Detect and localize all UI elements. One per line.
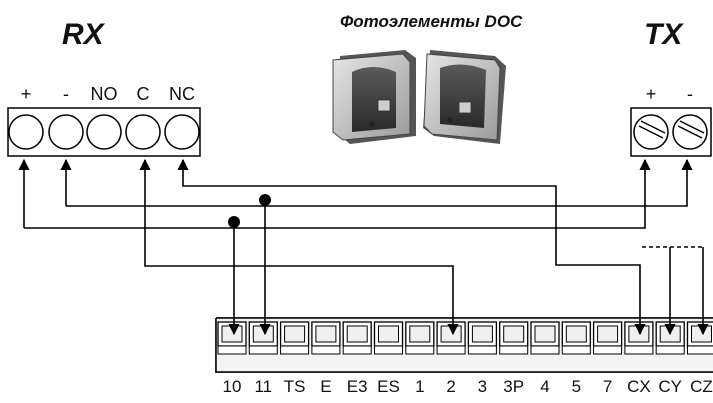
rx-terminal-label: C	[137, 84, 150, 104]
board-terminal	[436, 321, 466, 355]
rx-title: RX	[62, 18, 106, 51]
board-terminal	[561, 321, 591, 355]
screw-terminal-icon	[633, 114, 669, 150]
board-terminal	[530, 321, 560, 355]
board-terminal-label: 1	[415, 377, 424, 396]
tx-terminal-label: -	[687, 84, 693, 104]
wire-rx-nc-terminal-cx	[177, 158, 646, 336]
tx-terminal-block: +-	[630, 84, 712, 157]
rx-terminal-socket	[86, 114, 122, 150]
wiring	[18, 158, 709, 336]
board-terminal-label: 7	[603, 377, 612, 396]
board-terminal	[311, 321, 341, 355]
product-caption: Фотоэлементы DOC	[340, 12, 523, 31]
board-terminal-label: 2	[446, 377, 455, 396]
rx-terminal-label: NO	[91, 84, 118, 104]
screw-terminal-icon	[672, 114, 708, 150]
photocell-transmitter-icon	[423, 50, 506, 144]
tx-title: TX	[644, 18, 684, 51]
rx-terminal-label: +	[21, 84, 32, 104]
board-terminal-label: ES	[377, 377, 400, 396]
board-terminal-label: TS	[284, 377, 306, 396]
rx-terminal-socket	[164, 114, 200, 150]
board-terminal-label: CZ	[690, 377, 713, 396]
board-terminal-label: CY	[658, 377, 682, 396]
board-terminal	[624, 321, 654, 355]
board-terminal	[342, 321, 372, 355]
wire-rx-plus-tx-plus	[24, 158, 651, 229]
board-terminal-label: 11	[254, 377, 272, 396]
board-terminal-label: E3	[347, 377, 368, 396]
rx-terminal-label: -	[63, 84, 69, 104]
board-terminal-label: 3P	[503, 377, 524, 396]
rx-terminal-label: NC	[169, 84, 195, 104]
board-terminal-label: 4	[540, 377, 549, 396]
tx-terminal-label: +	[646, 84, 657, 104]
board-terminal-label: 10	[223, 377, 242, 396]
board-terminal	[248, 321, 278, 355]
rx-terminal-socket	[8, 114, 44, 150]
photocell-receiver-icon	[332, 50, 416, 144]
rx-terminal-block: + - NO C NC	[7, 84, 201, 157]
board-terminal	[592, 321, 623, 355]
board-terminal	[686, 321, 713, 355]
board-terminal	[499, 321, 529, 355]
board-terminal	[217, 321, 247, 355]
board-terminal-label: 3	[478, 377, 487, 396]
board-terminal	[373, 321, 404, 355]
board-terminal	[279, 321, 310, 355]
board-terminal-label: 5	[572, 377, 581, 396]
board-terminal-label: CX	[627, 377, 651, 396]
rx-terminal-socket	[125, 114, 161, 150]
board-terminal	[467, 321, 498, 355]
board-terminal-label: E	[320, 377, 331, 396]
wire-rx-minus-tx-minus	[66, 158, 693, 207]
board-terminal	[405, 321, 435, 355]
rx-terminal-socket	[48, 114, 84, 150]
board-terminal-strip: 10 11 TS E E3 ES 1 2 3 3P 4 5 7 CX CY CZ	[215, 317, 713, 396]
